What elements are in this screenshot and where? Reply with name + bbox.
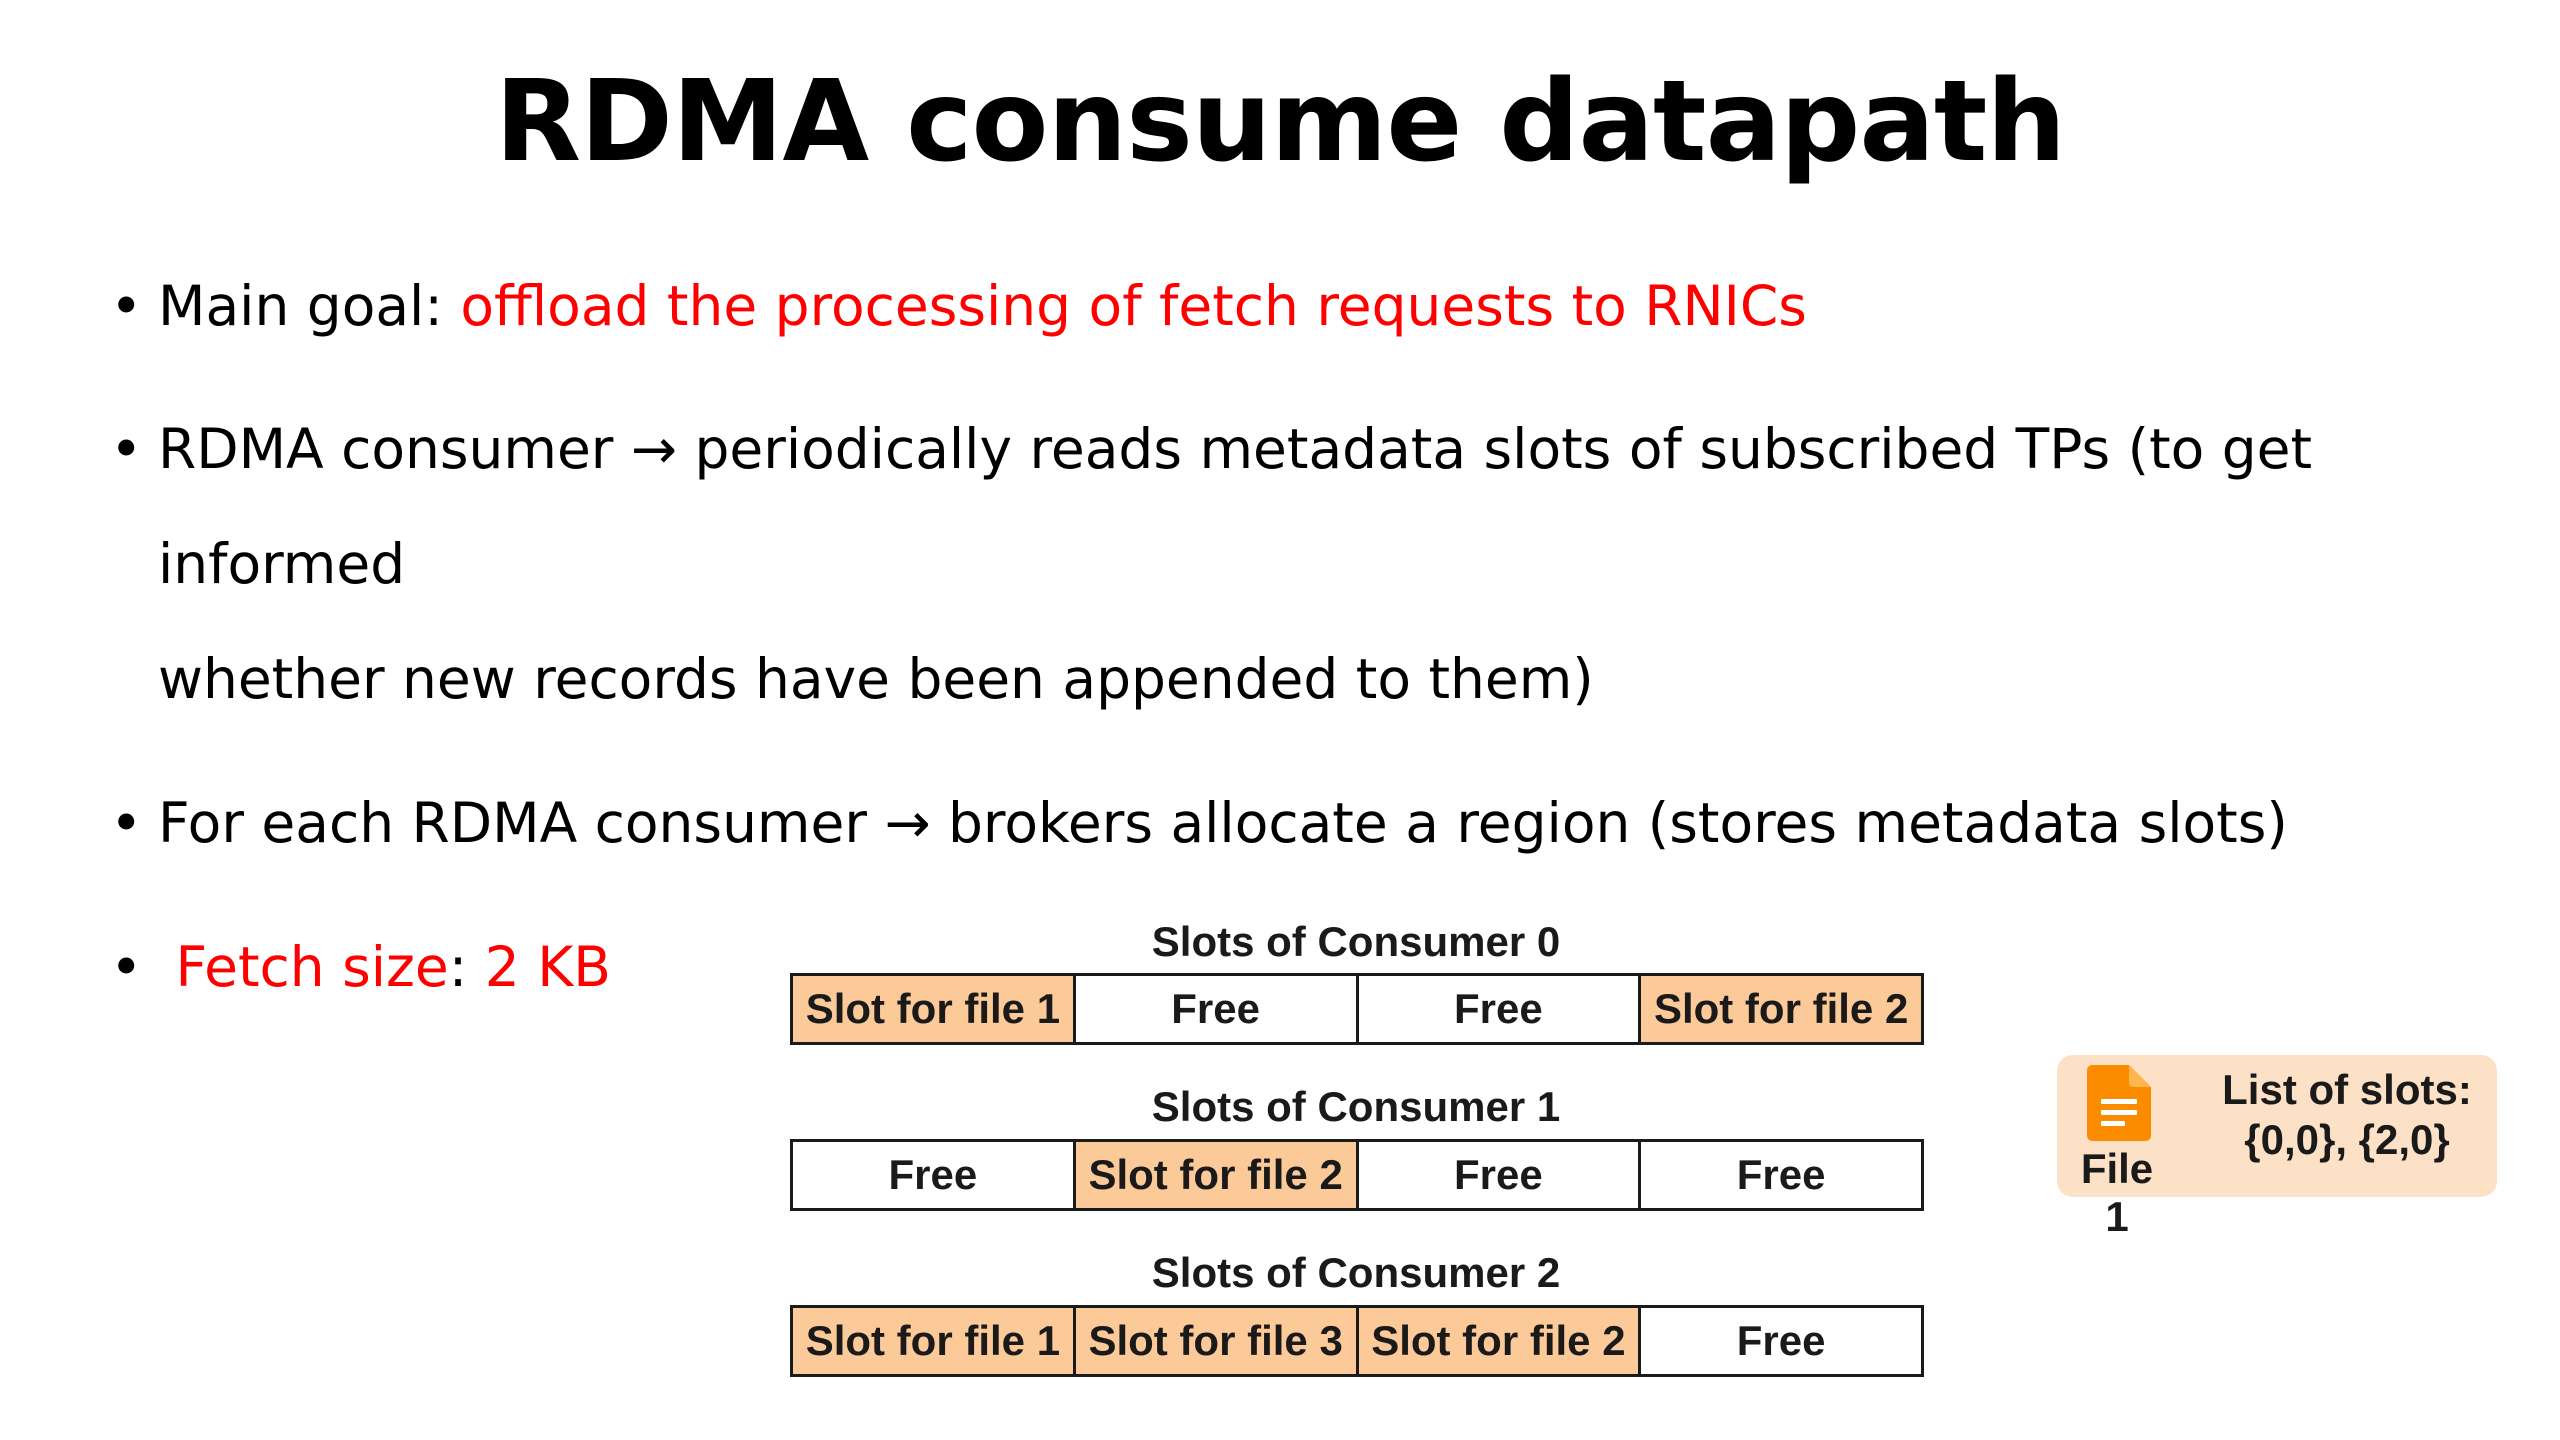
slot-c2-0: Slot for file 1 bbox=[793, 1308, 1076, 1374]
slot-c2-2: Slot for file 2 bbox=[1358, 1308, 1642, 1374]
fetch-size-label: Fetch size bbox=[175, 935, 449, 999]
slot-c1-0: Free bbox=[793, 1142, 1076, 1208]
bullet-fetch-size: • Fetch size: 2 KB bbox=[110, 931, 2510, 1003]
consumer-1-label: Slots of Consumer 1 bbox=[1151, 1083, 1561, 1130]
bullet-dot: • bbox=[110, 935, 143, 999]
consumer-2-label: Slots of Consumer 2 bbox=[1151, 1249, 1561, 1296]
slot-c0-3: Slot for file 2 bbox=[1641, 976, 1921, 1042]
file-slot-legend: File 1 List of slots: {0,0}, {2,0} bbox=[2057, 1055, 2497, 1240]
bullet-line-2: whether new records have been appended t… bbox=[158, 647, 1594, 711]
slot-c1-1: Slot for file 2 bbox=[1075, 1142, 1359, 1208]
legend-list-title: List of slots: bbox=[2222, 1066, 2472, 1113]
bullet-list: • Main goal: offload the processing of f… bbox=[110, 270, 2510, 1075]
slot-c0-1: Free bbox=[1075, 976, 1359, 1042]
fetch-size-value: 2 KB bbox=[484, 935, 612, 999]
bullet-main-goal: • Main goal: offload the processing of f… bbox=[110, 270, 2510, 342]
consumer-0-slots: Slot for file 1 Free Free Slot for file … bbox=[790, 973, 1924, 1045]
legend-list-value: {0,0}, {2,0} bbox=[2244, 1116, 2450, 1163]
bullet-brokers: • For each RDMA consumer → brokers alloc… bbox=[110, 787, 2510, 859]
fetch-size-sep: : bbox=[448, 935, 485, 999]
slot-c1-2: Free bbox=[1358, 1142, 1642, 1208]
document-icon bbox=[2087, 1065, 2151, 1141]
slide-title: RDMA consume datapath bbox=[494, 57, 2066, 187]
consumer-0-label: Slots of Consumer 0 bbox=[1151, 918, 1561, 965]
slot-c2-1: Slot for file 3 bbox=[1075, 1308, 1359, 1374]
bullet-prefix: Main goal: bbox=[158, 274, 461, 338]
bullet-line-1: RDMA consumer → periodically reads metad… bbox=[158, 417, 2313, 596]
bullet-dot: • bbox=[110, 417, 143, 481]
bullet-dot: • bbox=[110, 791, 143, 855]
slot-c1-3: Free bbox=[1641, 1142, 1921, 1208]
bullet-highlight: offload the processing of fetch requests… bbox=[460, 274, 1807, 338]
slot-c0-2: Free bbox=[1358, 976, 1642, 1042]
consumer-1-slots: Free Slot for file 2 Free Free bbox=[790, 1139, 1924, 1211]
bullet-rdma-consumer: • RDMA consumer → periodically reads met… bbox=[110, 392, 2510, 737]
consumer-2-slots: Slot for file 1 Slot for file 3 Slot for… bbox=[790, 1305, 1924, 1377]
legend-file-label: File 1 bbox=[2080, 1145, 2154, 1240]
bullet-text: For each RDMA consumer → brokers allocat… bbox=[158, 791, 2288, 855]
slot-c0-0: Slot for file 1 bbox=[793, 976, 1076, 1042]
bullet-dot: • bbox=[110, 274, 143, 338]
slot-c2-3: Free bbox=[1641, 1308, 1921, 1374]
